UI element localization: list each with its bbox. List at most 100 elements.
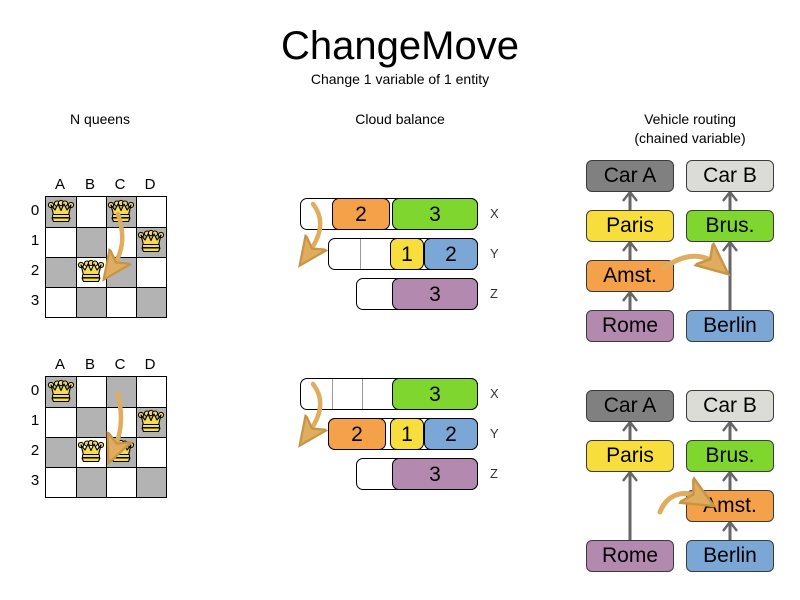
board-cell-C1[interactable]: [106, 227, 136, 257]
file-label-a: A: [54, 176, 65, 193]
board-cell-D3[interactable]: [136, 467, 166, 497]
vrp-link-arrowhead: [722, 520, 738, 532]
board-cell-B1[interactable]: [76, 407, 106, 437]
vrp-link-arrowhead: [622, 420, 638, 432]
vrp-node-paris[interactable]: Paris: [586, 210, 674, 242]
queen-piece[interactable]: [47, 379, 75, 403]
board-cell-D0[interactable]: [136, 197, 166, 227]
rank-label-2: 2: [30, 442, 40, 459]
cloud-process-block[interactable]: 2: [424, 418, 478, 450]
board-cell-C2[interactable]: [106, 257, 136, 287]
vrp-node-car-b[interactable]: Car B: [686, 160, 774, 192]
rank-label-0: 0: [30, 202, 40, 219]
vrp-node-brus[interactable]: Brus.: [686, 210, 774, 242]
section-heading-cloud-balance: Cloud balance: [355, 111, 445, 127]
board-cell-B3[interactable]: [76, 467, 106, 497]
board-cell-B3[interactable]: [76, 287, 106, 317]
vrp-node-car-a[interactable]: Car A: [586, 160, 674, 192]
board-cell-C3[interactable]: [106, 287, 136, 317]
vrp-node-car-b[interactable]: Car B: [686, 390, 774, 422]
chessboard-grid[interactable]: [45, 376, 167, 498]
cloud-process-block[interactable]: 1: [390, 238, 424, 270]
vrp-node-amst[interactable]: Amst.: [586, 260, 674, 292]
queen-piece[interactable]: [107, 199, 135, 223]
cloud-process-block[interactable]: 2: [332, 198, 390, 230]
cloud-process-block[interactable]: 2: [328, 418, 386, 450]
board-cell-A3[interactable]: [46, 287, 76, 317]
cloud-bar-divider: [360, 239, 361, 269]
section-heading-vehicle-routing: Vehicle routing (chained variable): [600, 110, 780, 148]
board-cell-C3[interactable]: [106, 467, 136, 497]
page-subtitle: Change 1 variable of 1 entity: [310, 71, 490, 87]
board-cell-D2[interactable]: [136, 437, 166, 467]
vrp-node-brus[interactable]: Brus.: [686, 440, 774, 472]
file-label-b: B: [84, 176, 95, 193]
vrp-node-car-a[interactable]: Car A: [586, 390, 674, 422]
board-cell-D0[interactable]: [136, 377, 166, 407]
section-heading-nqueens: N queens: [70, 111, 130, 127]
vrp-node-amst[interactable]: Amst.: [686, 490, 774, 522]
board-cell-C1[interactable]: [106, 407, 136, 437]
vrp-heading-line1: Vehicle routing: [644, 111, 736, 127]
cloud-bar-divider: [362, 379, 363, 409]
cloud-computer-label-y: Y: [490, 246, 499, 261]
file-label-a: A: [54, 356, 65, 373]
cloud-computer-label-y: Y: [490, 426, 499, 441]
board-gridline-v: [136, 377, 137, 497]
board-cell-A2[interactable]: [46, 257, 76, 287]
board-cell-A1[interactable]: [46, 227, 76, 257]
board-cell-D2[interactable]: [136, 257, 166, 287]
board-gridline-v: [136, 197, 137, 317]
page-title: ChangeMove: [281, 24, 519, 68]
chessboard-grid[interactable]: [45, 196, 167, 318]
board-gridline-h: [46, 257, 166, 258]
board-gridline-h: [46, 287, 166, 288]
vrp-node-berlin[interactable]: Berlin: [686, 310, 774, 342]
rank-label-1: 1: [30, 232, 40, 249]
cloud-bar-row[interactable]: 3: [356, 278, 478, 310]
cloud-process-block[interactable]: 1: [390, 418, 424, 450]
vrp-node-rome[interactable]: Rome: [586, 540, 674, 572]
queen-piece[interactable]: [107, 439, 135, 463]
vrp-link-arrowhead: [722, 190, 738, 202]
cloud-computer-label-z: Z: [490, 466, 498, 481]
cloud-bar-row[interactable]: 3: [356, 458, 478, 490]
vrp-node-paris[interactable]: Paris: [586, 440, 674, 472]
board-cell-D3[interactable]: [136, 287, 166, 317]
queen-piece[interactable]: [77, 259, 105, 283]
board-cell-C0[interactable]: [106, 377, 136, 407]
vrp-link-arrowhead: [622, 290, 638, 302]
board-cell-A3[interactable]: [46, 467, 76, 497]
board-cell-B0[interactable]: [76, 197, 106, 227]
queen-piece[interactable]: [137, 229, 165, 253]
board-cell-A2[interactable]: [46, 437, 76, 467]
queen-piece[interactable]: [137, 409, 165, 433]
rank-label-2: 2: [30, 262, 40, 279]
vrp-link-arrowhead: [622, 470, 638, 482]
queen-piece[interactable]: [77, 439, 105, 463]
board-cell-B0[interactable]: [76, 377, 106, 407]
vrp-link-arrowhead: [722, 470, 738, 482]
cloud-process-block[interactable]: 3: [392, 378, 478, 410]
rank-label-3: 3: [30, 472, 40, 489]
board-cell-B1[interactable]: [76, 227, 106, 257]
board-cell-A1[interactable]: [46, 407, 76, 437]
board-gridline-h: [46, 467, 166, 468]
vrp-node-berlin[interactable]: Berlin: [686, 540, 774, 572]
file-label-c: C: [114, 176, 126, 193]
queen-piece[interactable]: [47, 199, 75, 223]
cloud-process-block[interactable]: 3: [392, 198, 478, 230]
cloud-process-block[interactable]: 3: [392, 278, 478, 310]
cloud-computer-label-z: Z: [490, 286, 498, 301]
vrp-node-rome[interactable]: Rome: [586, 310, 674, 342]
cloud-bar-row[interactable]: 3: [300, 378, 478, 410]
cloud-process-block[interactable]: 2: [424, 238, 478, 270]
cloud-process-block[interactable]: 3: [392, 458, 478, 490]
